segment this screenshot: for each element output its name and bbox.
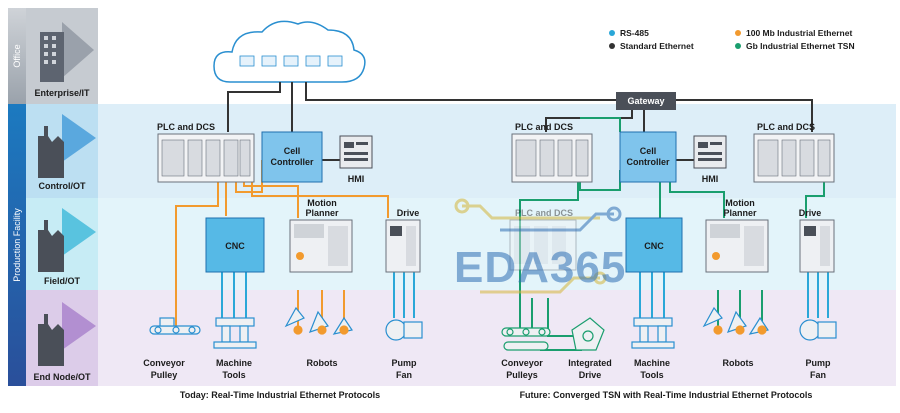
right-plc-faded-label: PLC and DCS [515, 208, 573, 218]
right-cnc [625, 217, 683, 273]
left-machine-tools-icon [213, 317, 257, 349]
legend-eth100-swatch [735, 30, 741, 36]
left-pump-l2: Fan [396, 370, 412, 380]
control-factory-icon [38, 114, 96, 178]
field-factory-icon [38, 208, 96, 272]
endnode-factory-icon [38, 302, 96, 366]
left-motion-label-1: Motion [307, 198, 337, 208]
left-conveyor-l2: Pulley [151, 370, 178, 380]
right-conveyor-icon [501, 327, 551, 351]
right-integrated-l2: Drive [579, 370, 602, 380]
cloud-icon [213, 20, 366, 83]
office-building-icon [40, 22, 94, 82]
right-cnc-label: CNC [644, 241, 664, 251]
legend-standard: Standard Ethernet [620, 41, 694, 51]
left-plc-label: PLC and DCS [157, 122, 215, 132]
left-robots-label: Robots [307, 358, 338, 368]
standard-ethernet-links [227, 82, 813, 161]
right-conveyor-l1: Conveyor [501, 358, 543, 368]
left-caption: Today: Real-Time Industrial Ethernet Pro… [180, 390, 380, 400]
watermark-text: EDA365 [454, 243, 626, 292]
right-plc-a [511, 133, 593, 183]
left-machine-l1: Machine [216, 358, 252, 368]
left-motion-label-2: Planner [305, 208, 339, 218]
left-cnc [205, 217, 265, 273]
right-motion-planner [705, 219, 769, 273]
right-plc-b [753, 133, 835, 183]
left-cell-controller-l1: Cell [284, 146, 301, 156]
left-machine-l2: Tools [222, 370, 245, 380]
watermark-logo [454, 198, 622, 294]
right-tsn-links [519, 117, 825, 351]
left-robots-icon [284, 306, 353, 335]
office-side-label: Office [12, 44, 22, 67]
left-drive-label: Drive [397, 208, 420, 218]
gateway-box [616, 92, 676, 110]
legend-tsn: Gb Industrial Ethernet TSN [746, 41, 855, 51]
legend: RS-485 Standard Ethernet 100 Mb Industri… [609, 28, 855, 51]
production-sidebar [8, 104, 26, 386]
right-pump-l2: Fan [810, 370, 826, 380]
left-rs485-links [221, 272, 415, 318]
left-conveyor-l1: Conveyor [143, 358, 185, 368]
band-endnode [98, 290, 896, 386]
right-motion-label-2: Planner [723, 208, 757, 218]
legend-rs485-swatch [609, 30, 615, 36]
left-cnc-label: CNC [225, 241, 245, 251]
zone-control-label: Control/OT [39, 181, 86, 191]
zone-endnode-label: End Node/OT [34, 372, 91, 382]
left-pump-fan-icon [385, 319, 423, 341]
left-conveyor-icon [149, 317, 201, 335]
right-plc-b-label: PLC and DCS [757, 122, 815, 132]
gateway-label: Gateway [627, 96, 664, 106]
right-drive-label: Drive [799, 208, 822, 218]
left-hmi-label: HMI [348, 174, 365, 184]
right-machine-tools-icon [631, 317, 675, 349]
right-cell-controller [619, 131, 677, 183]
left-cell-controller [261, 131, 323, 183]
zone-field-label: Field/OT [44, 276, 81, 286]
left-motion-planner [289, 219, 353, 273]
right-rs485-links [639, 272, 829, 318]
right-cell-controller-l1: Cell [640, 146, 657, 156]
left-plc [157, 133, 255, 183]
right-robots-label: Robots [723, 358, 754, 368]
legend-standard-swatch [609, 43, 615, 49]
legend-tsn-swatch [735, 43, 741, 49]
legend-eth100: 100 Mb Industrial Ethernet [746, 28, 852, 38]
left-cell-controller-l2: Controller [270, 157, 313, 167]
right-caption: Future: Converged TSN with Real-Time Ind… [520, 390, 813, 400]
right-cell-controller-l2: Controller [626, 157, 669, 167]
right-hmi-icon [693, 135, 727, 169]
right-machine-l1: Machine [634, 358, 670, 368]
right-machine-l2: Tools [640, 370, 663, 380]
right-pump-fan-icon [799, 319, 837, 341]
right-hmi-label: HMI [702, 174, 719, 184]
right-plc-faded [509, 219, 577, 271]
zone-enterprise-label: Enterprise/IT [34, 88, 90, 98]
right-integrated-l1: Integrated [568, 358, 612, 368]
right-pump-l1: Pump [805, 358, 831, 368]
right-integrated-drive-icon [571, 317, 605, 351]
left-hmi-icon [339, 135, 373, 169]
production-side-label: Production Facility [12, 208, 22, 282]
legend-rs485: RS-485 [620, 28, 649, 38]
right-motion-label-1: Motion [725, 198, 755, 208]
right-robots-icon [702, 306, 769, 335]
right-conveyor-l2: Pulleys [506, 370, 538, 380]
office-sidebar [8, 8, 26, 104]
left-drive [385, 219, 421, 273]
left-pump-l1: Pump [391, 358, 417, 368]
right-drive [799, 219, 835, 273]
right-plc-a-label: PLC and DCS [515, 122, 573, 132]
